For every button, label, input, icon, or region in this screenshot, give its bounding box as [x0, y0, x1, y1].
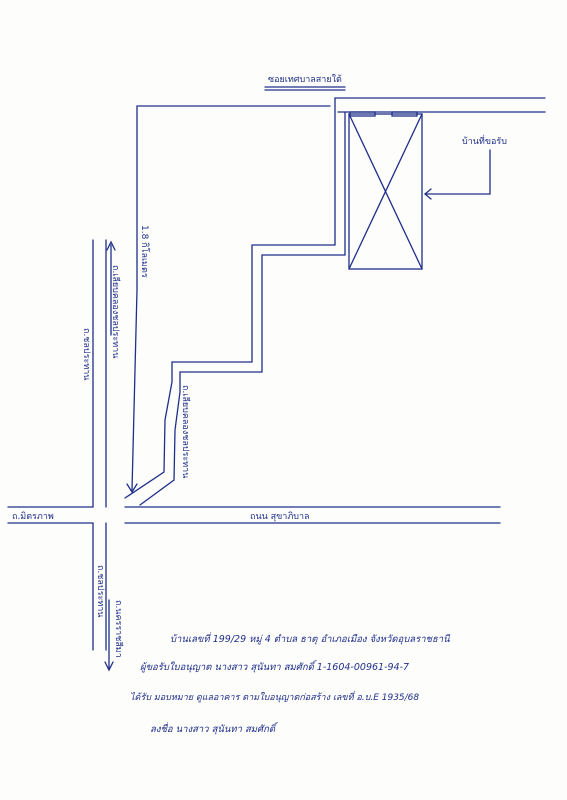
- road-left-upper-label: ถ.เลียบคลองชลประทาน: [110, 265, 121, 358]
- road-main-right-label: ถนน สุขาภิบาล: [250, 511, 310, 522]
- distance-path: [131, 105, 331, 491]
- distance-label: 1.8 กิโลเมตร: [139, 225, 150, 278]
- note-line-1: บ้านเลขที่ 199/29 หมู่ 4 ตำบล ธาตุ อำเภอ…: [170, 634, 450, 645]
- house-label: บ้านที่ขอรับ: [462, 134, 507, 147]
- house-gate-b: [391, 111, 418, 117]
- distance-arrow-head: [126, 483, 138, 494]
- house-pointer: [424, 149, 491, 195]
- down-arrow-head: [104, 661, 114, 672]
- destination-title: ซอยเทศบาลสายใต้: [268, 74, 342, 85]
- road-diag-label: ถ.เลียบคลองชลประทาน: [180, 385, 191, 478]
- note-line-4: ลงชื่อ นางสาว สุนันทา สมศักดิ์: [150, 724, 276, 735]
- house-gate-a: [349, 111, 376, 117]
- house-cross-b: [348, 113, 423, 270]
- up-arrow-head: [106, 240, 116, 251]
- staircase-road-inner: [139, 254, 346, 506]
- road-left-lower2-label: ถ.นครราชสีมา: [113, 600, 124, 658]
- house-box: [348, 113, 423, 270]
- note-line-2: ผู้ขอรับใบอนุญาต นางสาว สุนันทา สมศักดิ์…: [140, 662, 410, 673]
- road-left-mid-label: ถ.ชลประทาน: [81, 328, 91, 380]
- house-pointer-head: [423, 188, 432, 200]
- road-main-left-label: ถ.มิตรภาพ: [12, 511, 54, 522]
- staircase-road-outer: [124, 244, 336, 499]
- road-left-lower-label: ถ.ชลประทาน: [95, 565, 105, 617]
- note-line-3: ได้รับ มอบหมาย ดูแลอาคาร ตามใบอนุญาตก่อส…: [130, 693, 420, 703]
